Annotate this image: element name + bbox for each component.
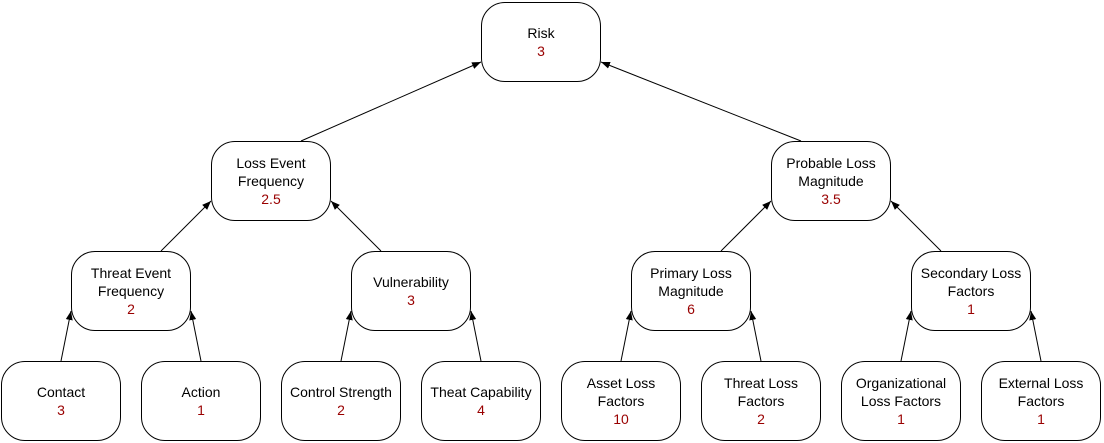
node-label: Probable Loss Magnitude [786,155,876,189]
node-value: 10 [613,411,629,427]
edge-cs-to-vuln [340,310,353,362]
node-value: 2 [337,402,345,418]
node-primary-loss-magnitude: Primary Loss Magnitude 6 [631,251,751,331]
node-contact: Contact 3 [1,361,121,441]
node-value: 4 [477,402,485,418]
node-label: Threat Event Frequency [90,265,172,299]
node-threat-event-frequency: Threat Event Frequency 2 [71,251,191,331]
node-value: 2.5 [261,191,281,207]
node-label: Primary Loss Magnitude [650,265,732,299]
node-label: Action [181,384,221,400]
node-vulnerability: Vulnerability 3 [351,251,471,331]
node-value: 1 [197,402,205,418]
node-value: 6 [687,301,695,317]
node-label: Control Strength [290,384,392,400]
node-value: 3 [57,402,65,418]
node-risk: Risk 3 [481,2,601,82]
node-value: 2 [127,301,135,317]
node-label: Asset Loss Factors [586,375,656,409]
edge-sec-to-plm [890,200,942,252]
node-label: Contact [36,384,86,400]
node-probable-loss-magnitude: Probable Loss Magnitude 3.5 [771,141,891,221]
node-value: 3 [537,43,545,59]
node-control-strength: Control Strength 2 [281,361,401,441]
node-external-loss-factors: External Loss Factors 1 [981,361,1101,441]
node-threat-capability: Theat Capability 4 [421,361,541,441]
node-label: Threat Loss Factors [724,375,798,409]
node-label: Vulnerability [373,274,449,290]
node-label: Organizational Loss Factors [855,375,947,409]
node-value: 1 [1037,411,1045,427]
node-label: Secondary Loss Factors [920,265,1022,299]
node-asset-loss-factors: Asset Loss Factors 10 [561,361,681,441]
edge-prim-to-plm [720,200,772,252]
edge-tc-to-vuln [469,310,482,362]
node-label: External Loss Factors [998,375,1084,409]
edge-tef-to-lef [160,200,212,252]
edge-contact-to-tef [60,310,73,362]
node-value: 1 [967,301,975,317]
node-threat-loss-factors: Threat Loss Factors 2 [701,361,821,441]
node-label: Theat Capability [430,384,532,400]
node-value: 1 [897,411,905,427]
edge-vuln-to-lef [330,200,382,252]
node-value: 2 [757,411,765,427]
node-label: Risk [527,25,555,41]
edge-alf-to-prim [620,310,633,362]
edge-elf-to-sec [1029,310,1042,362]
edge-tlf-to-prim [749,310,762,362]
node-label: Loss Event Frequency [236,155,306,189]
edge-lef-to-risk [300,61,482,142]
edge-plm-to-risk [600,61,802,142]
node-organizational-loss-factors: Organizational Loss Factors 1 [841,361,961,441]
node-value: 3 [407,292,415,308]
edge-olf-to-sec [900,310,913,362]
node-secondary-loss-factors: Secondary Loss Factors 1 [911,251,1031,331]
edge-action-to-tef [189,310,202,362]
node-loss-event-frequency: Loss Event Frequency 2.5 [211,141,331,221]
node-action: Action 1 [141,361,261,441]
node-value: 3.5 [821,191,841,207]
